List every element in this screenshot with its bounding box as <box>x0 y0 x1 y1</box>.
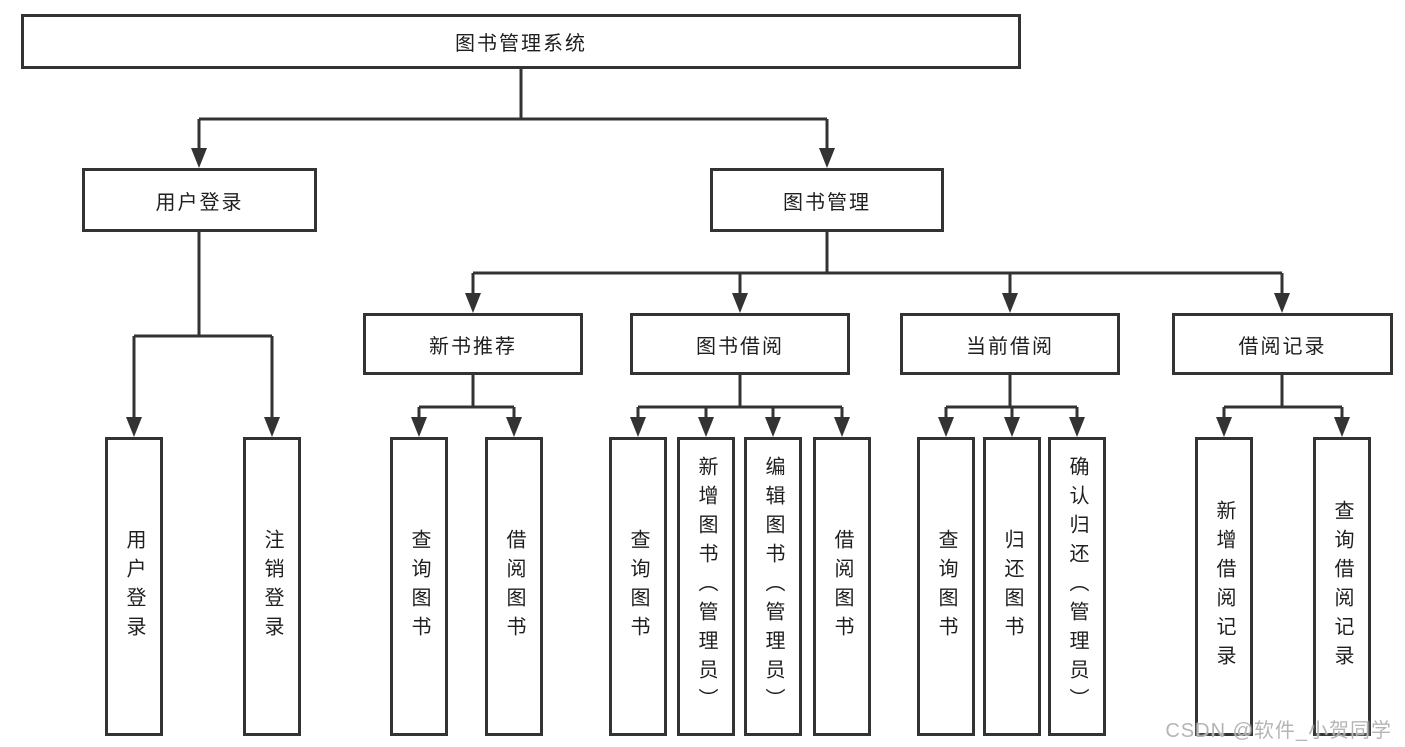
leaf-add-borrow-record: 新增借阅记录 <box>1195 437 1253 736</box>
leaf-query-books-current: 查询图书 <box>917 437 975 736</box>
leaf-label: 借阅图书 <box>503 528 525 645</box>
arrowhead-icon <box>506 417 522 437</box>
node-label: 图书管理 <box>783 191 871 214</box>
leaf-label: 查询借阅记录 <box>1331 499 1353 674</box>
leaf-label: 查询图书 <box>627 528 649 645</box>
leaf-label: 用户登录 <box>123 528 145 645</box>
leaf-label: 新增借阅记录 <box>1213 499 1235 674</box>
leaf-query-books-recommend: 查询图书 <box>390 437 448 736</box>
leaf-label: 归还图书 <box>1001 528 1023 645</box>
leaf-return-books: 归还图书 <box>983 437 1041 736</box>
arrowhead-icon <box>732 293 748 313</box>
arrowhead-icon <box>411 417 427 437</box>
node-label: 借阅记录 <box>1238 335 1327 358</box>
arrowhead-icon <box>1274 293 1290 313</box>
leaf-logout: 注销登录 <box>243 437 301 736</box>
node-label: 当前借阅 <box>966 335 1054 358</box>
arrowhead-icon <box>126 417 142 437</box>
node-label: 图书借阅 <box>696 335 784 358</box>
arrowhead-icon <box>630 417 646 437</box>
arrowhead-icon <box>1216 417 1232 437</box>
leaf-label: 查询图书 <box>408 528 430 645</box>
leaf-label: 编辑图书（管理员） <box>762 456 784 717</box>
leaf-query-borrow-record: 查询借阅记录 <box>1313 437 1371 736</box>
node-book-management: 图书管理 <box>710 168 944 232</box>
csdn-watermark: CSDN @软件_小贺同学 <box>1165 720 1392 742</box>
node-new-book-recommend: 新书推荐 <box>363 313 583 375</box>
leaf-label: 新增图书（管理员） <box>695 456 717 717</box>
connector-path <box>132 69 1344 419</box>
node-label: 图书管理系统 <box>455 33 587 55</box>
leaf-add-books-admin: 新增图书（管理员） <box>677 437 735 736</box>
leaf-label: 确认归还（管理员） <box>1066 456 1088 717</box>
arrowhead-icon <box>465 293 481 313</box>
arrowhead-icon <box>765 417 781 437</box>
leaf-user-login: 用户登录 <box>105 437 163 736</box>
arrowhead-icon <box>1334 417 1350 437</box>
arrowhead-icon <box>938 417 954 437</box>
arrowhead-icon <box>819 148 835 168</box>
leaf-borrow-books-recommend: 借阅图书 <box>485 437 543 736</box>
leaf-label: 查询图书 <box>935 528 957 645</box>
node-library-system: 图书管理系统 <box>21 14 1021 69</box>
leaf-label: 借阅图书 <box>831 528 853 645</box>
node-current-borrow: 当前借阅 <box>900 313 1120 375</box>
leaf-confirm-return-admin: 确认归还（管理员） <box>1048 437 1106 736</box>
node-label: 新书推荐 <box>429 335 517 358</box>
arrowhead-icon <box>264 417 280 437</box>
arrowhead-icon <box>834 417 850 437</box>
arrowhead-icon <box>1002 293 1018 313</box>
leaf-borrow-books: 借阅图书 <box>813 437 871 736</box>
leaf-label: 注销登录 <box>261 528 283 645</box>
node-book-borrow: 图书借阅 <box>630 313 850 375</box>
arrowhead-icon <box>698 417 714 437</box>
arrowhead-icon <box>1069 417 1085 437</box>
leaf-query-books-borrow: 查询图书 <box>609 437 667 736</box>
arrowhead-icon <box>1004 417 1020 437</box>
node-user-login: 用户登录 <box>82 168 317 232</box>
node-borrow-records: 借阅记录 <box>1172 313 1393 375</box>
leaf-edit-books-admin: 编辑图书（管理员） <box>744 437 802 736</box>
node-label: 用户登录 <box>155 191 244 214</box>
arrowhead-icon <box>191 148 207 168</box>
